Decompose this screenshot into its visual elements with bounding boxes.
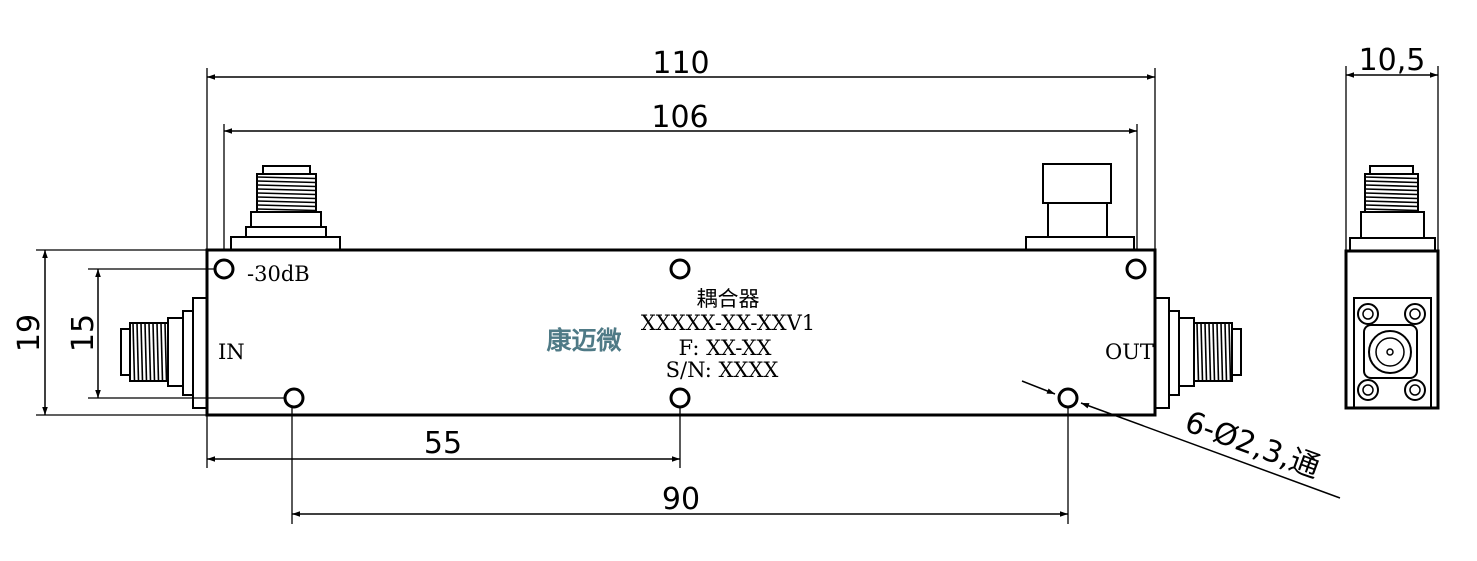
serial-label: S/N: XXXX: [666, 358, 779, 382]
dimension-106: 106: [223, 100, 1138, 250]
side-view-port: [1363, 324, 1418, 379]
side-view-flange: [1353, 297, 1432, 409]
model-number: XXXXX-XX-XXV1: [641, 311, 815, 335]
out-port-label: OUT: [1105, 340, 1154, 364]
dimension-55: 55: [206, 408, 681, 468]
frequency-label: F: XX-XX: [679, 336, 772, 360]
hole-top-left: [213, 258, 235, 280]
dimension-10-5: 10,5: [1345, 43, 1439, 251]
brand-logo: 康迈微: [546, 326, 621, 355]
hole-callout: 6-Ø2,3,通: [1021, 380, 1341, 499]
dimension-90-label: 90: [662, 482, 700, 517]
dimension-110: 110: [206, 46, 1156, 250]
dimension-15-label: 15: [66, 314, 101, 352]
top-right-termination: [1025, 163, 1135, 251]
coupling-label: -30dB: [247, 262, 310, 286]
dimension-15: 15: [66, 268, 285, 399]
hole-bottom-center: [669, 387, 691, 409]
top-left-connector: [230, 165, 341, 251]
hole-bottom-left: [283, 387, 305, 409]
in-port-label: IN: [218, 340, 245, 364]
product-name: 耦合器: [697, 287, 760, 311]
dimension-110-label: 110: [652, 46, 709, 81]
in-connector: [120, 297, 208, 409]
hole-top-center: [669, 258, 691, 280]
side-view: [1344, 165, 1440, 410]
dimension-55-label: 55: [424, 426, 462, 461]
side-view-holes: [1357, 303, 1426, 401]
dimension-106-label: 106: [651, 100, 708, 135]
dimension-19: 19: [12, 249, 207, 416]
hole-bottom-right: [1057, 387, 1079, 409]
dimension-19-label: 19: [12, 314, 47, 352]
hole-top-right: [1125, 258, 1147, 280]
out-connector: [1154, 297, 1242, 409]
dimension-90: 90: [291, 408, 1069, 524]
dimension-10-5-label: 10,5: [1359, 43, 1426, 78]
hole-callout-label: 6-Ø2,3,通: [1180, 405, 1324, 486]
